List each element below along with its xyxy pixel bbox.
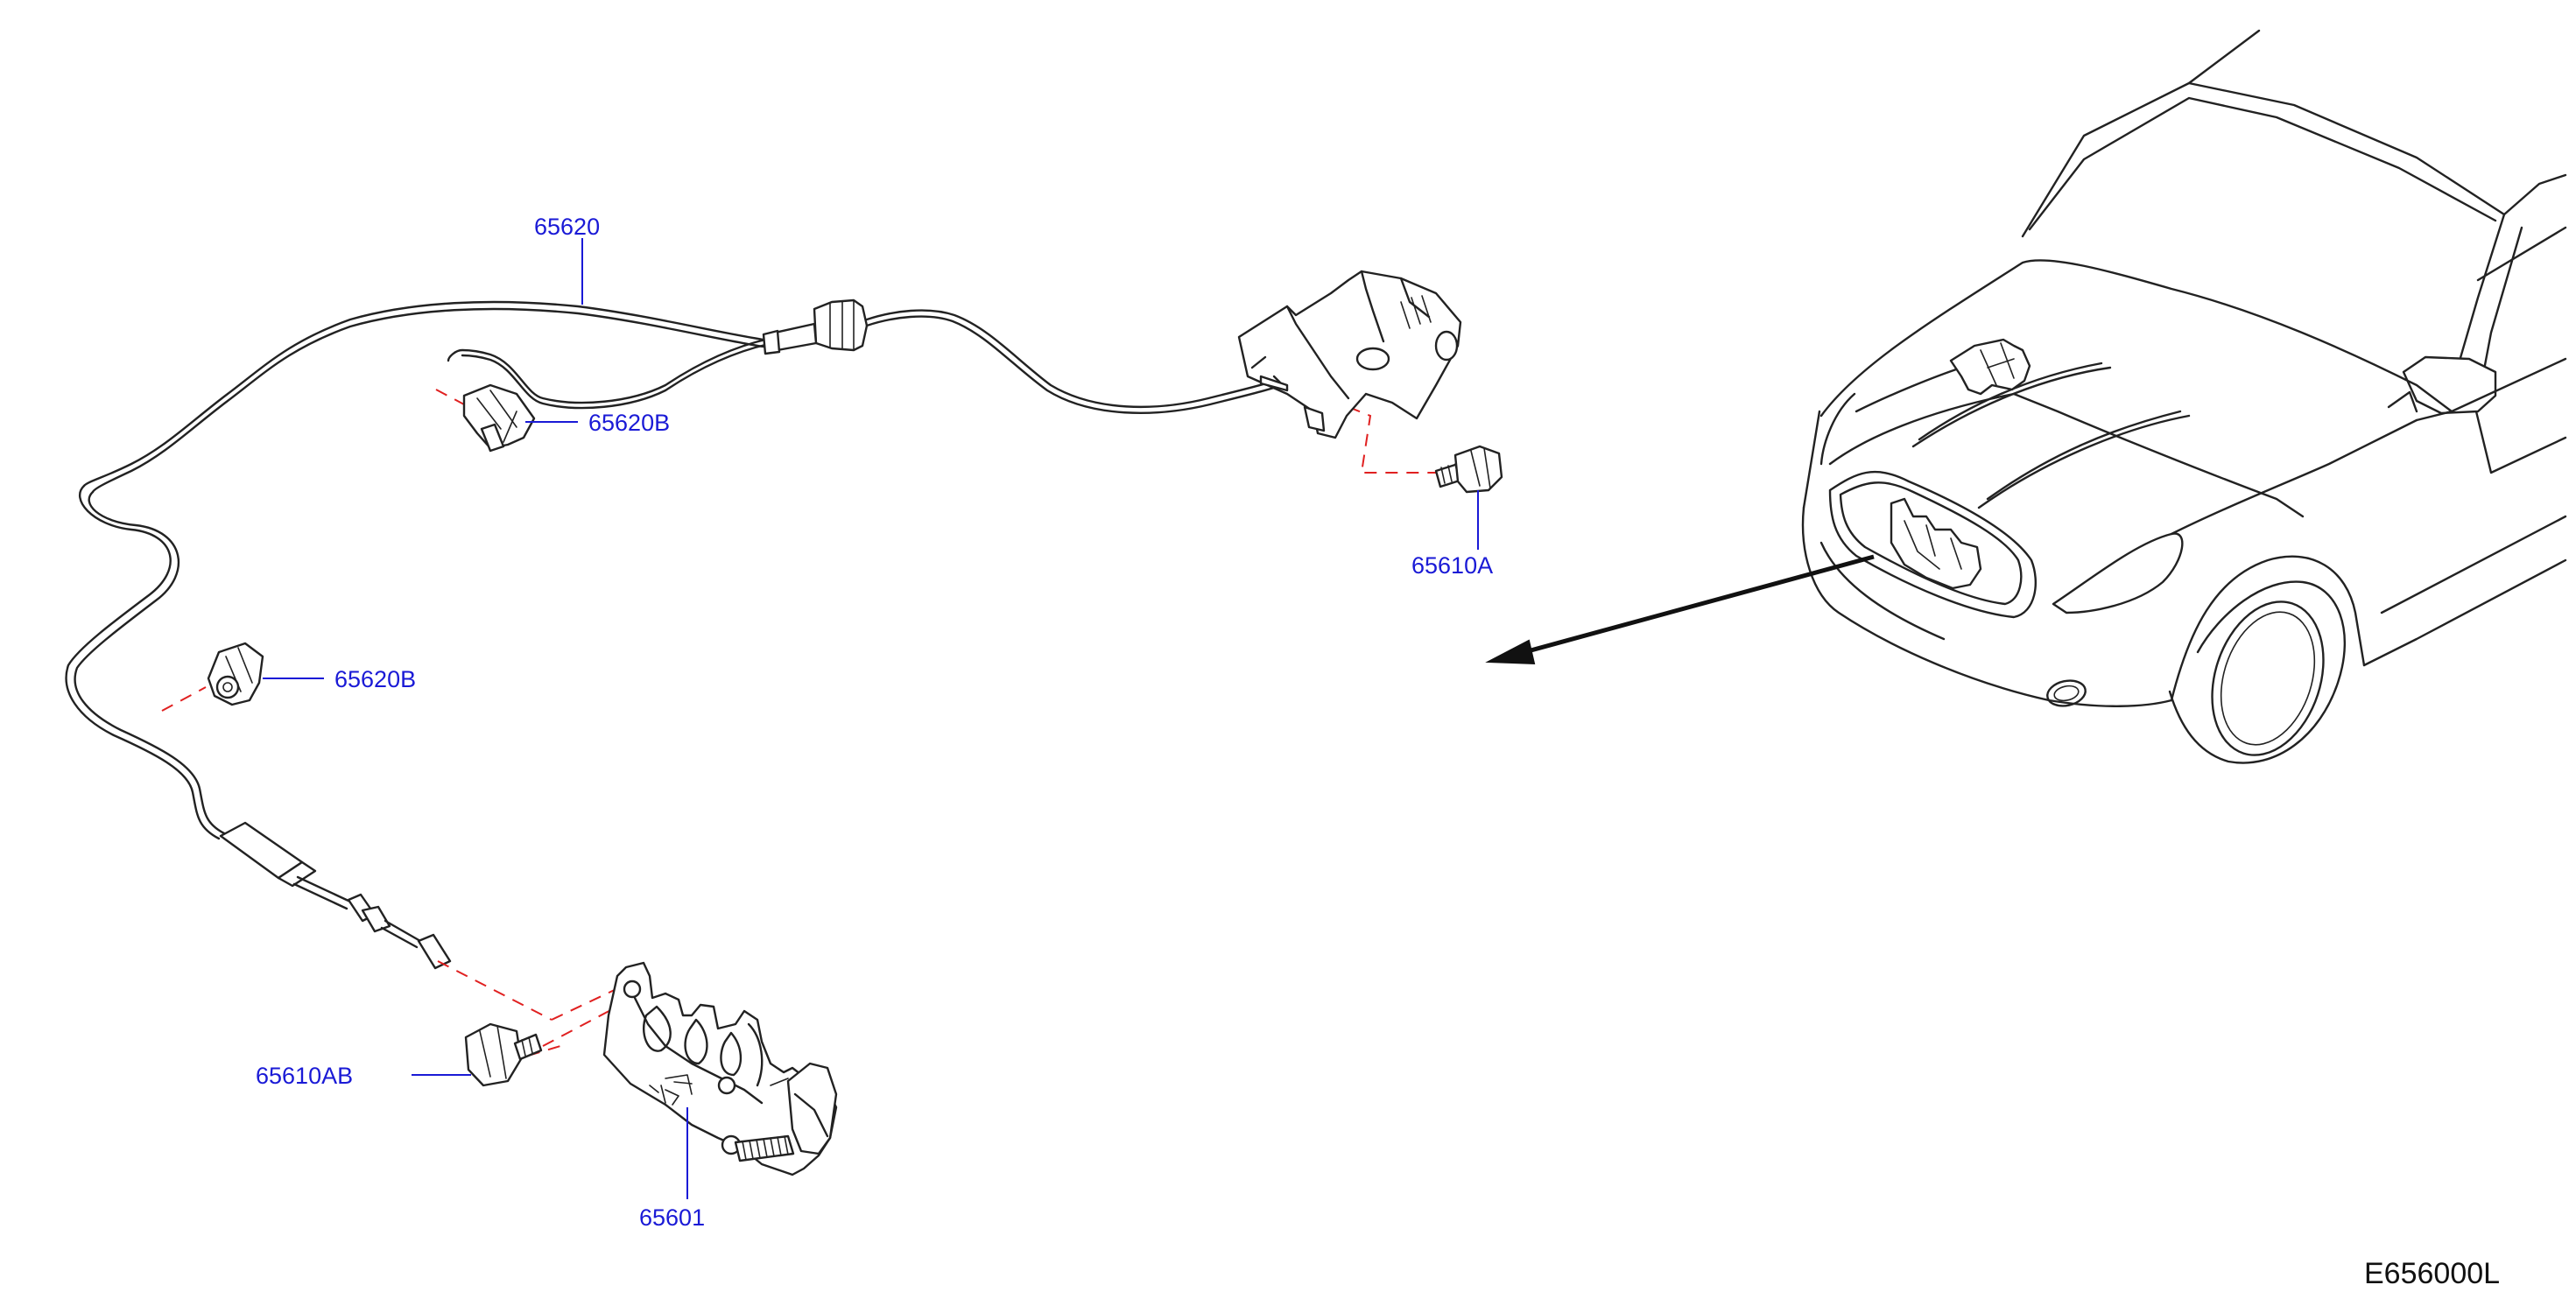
detail-pointer-arrow [1485, 554, 1875, 665]
vehicle-front-view [1801, 29, 2567, 764]
label-65610a: 65610A [1411, 552, 1493, 579]
bolt-65610a [1434, 445, 1503, 494]
label-65610ab: 65610AB [256, 1063, 353, 1089]
cable-clip-upper [462, 383, 536, 453]
label-65620: 65620 [534, 214, 600, 240]
diagram-id: E656000L [2364, 1257, 2500, 1290]
cable-clip-lower [207, 642, 264, 706]
installation-dash-lines [161, 389, 1443, 1063]
hood-lock-assembly [602, 961, 838, 1176]
label-65620b-lower: 65620B [334, 666, 416, 692]
label-65620b-upper: 65620B [588, 410, 670, 436]
bolt-65610ab [464, 1022, 543, 1087]
hood-release-handle [1237, 270, 1462, 439]
leader-lines [263, 238, 1479, 1199]
hood-release-cable [65, 298, 1291, 970]
label-65601: 65601 [639, 1204, 705, 1231]
